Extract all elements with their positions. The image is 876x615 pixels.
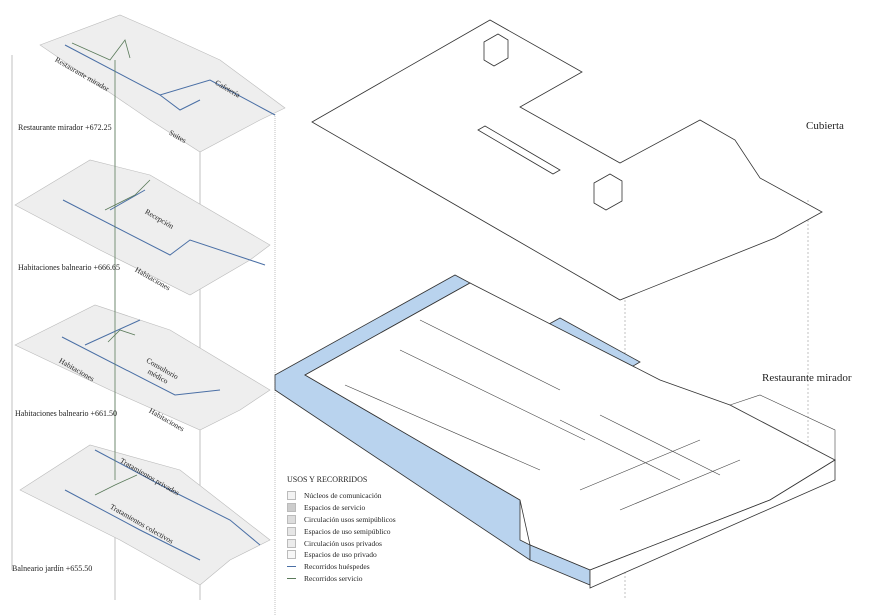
level-label: Habitaciones balneario +661.50	[15, 409, 118, 418]
legend-label: Núcleos de comunicación	[304, 491, 382, 501]
legend-line	[287, 577, 296, 579]
legend-item: Recorridos servicio	[287, 573, 396, 585]
legend-label: Circulación usos privados	[304, 538, 382, 548]
level-label: Balneario jardín +655.50	[12, 564, 93, 573]
guest-routes	[61, 44, 276, 561]
level-label: Habitaciones balneario +666.65	[18, 263, 121, 272]
legend-item: Núcleos de comunicación	[287, 490, 396, 502]
plate-habitaciones-661	[14, 304, 271, 431]
legend-item: Espacios de uso privado	[287, 549, 396, 561]
legend-swatch	[287, 526, 296, 536]
roof-label: Cubierta	[806, 120, 844, 132]
legend-item: Espacios de uso semipúblico	[287, 525, 396, 537]
legend-swatch	[287, 514, 296, 524]
legend-item: Recorridos huéspedes	[287, 561, 396, 573]
legend-swatch	[287, 503, 296, 513]
legend-swatch	[287, 538, 296, 548]
legend-swatch	[287, 550, 296, 560]
legend-title: USOS Y RECORRIDOS	[287, 475, 368, 484]
roof-box	[593, 173, 623, 211]
floor-plates	[14, 14, 286, 586]
legend-label: Recorridos huéspedes	[304, 562, 370, 572]
service-routes	[71, 39, 151, 496]
roof-box	[483, 33, 509, 67]
legend: USOS Y RECORRIDOS Núcleos de comunicació…	[287, 475, 396, 584]
roof	[311, 19, 823, 301]
legend-label: Recorridos servicio	[304, 573, 363, 583]
legend-label: Espacios de uso semipúblico	[304, 526, 391, 536]
plate-restaurante	[39, 14, 286, 153]
legend-item: Circulación usos privados	[287, 537, 396, 549]
legend-swatch	[287, 491, 296, 501]
plate-balneario	[19, 444, 271, 586]
level-label: Restaurante mirador +672.25	[18, 123, 112, 132]
floor-label: Restaurante mirador	[762, 372, 852, 384]
legend-item: Circulación usos semipúblicos	[287, 514, 396, 526]
roof-skylight	[477, 125, 561, 175]
legend-label: Espacios de servicio	[304, 503, 366, 513]
legend-line	[287, 566, 296, 568]
restaurant-floor	[274, 274, 836, 589]
legend-item: Espacios de servicio	[287, 502, 396, 514]
legend-label: Espacios de uso privado	[304, 550, 377, 560]
legend-label: Circulación usos semipúblicos	[304, 514, 396, 524]
